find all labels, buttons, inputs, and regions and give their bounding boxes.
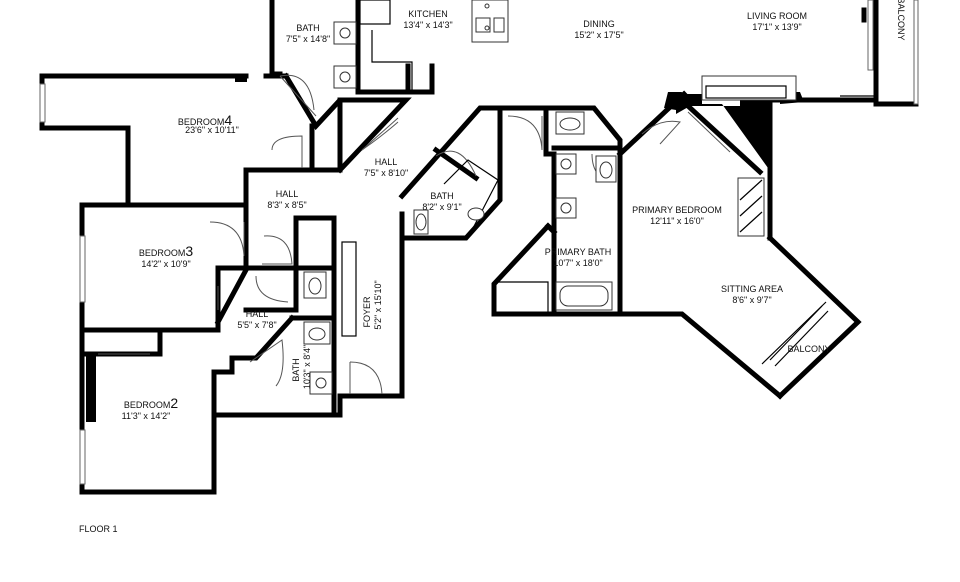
room-name: KITCHEN xyxy=(408,9,448,19)
room-name: BATH xyxy=(430,191,453,201)
room-dims: 7'5" x 8'10" xyxy=(364,168,408,178)
room-label-balcony-top: BALCONY xyxy=(896,0,906,41)
room-label-hall-mid: HALL 8'3" x 8'5" xyxy=(267,189,306,210)
room-label-kitchen: KITCHEN 13'4" x 14'3" xyxy=(403,9,452,30)
room-name: BEDROOM2 xyxy=(124,395,179,411)
room-dims: 23'6" x 10'11" xyxy=(185,125,239,135)
room-dims: 7'5" x 14'8" xyxy=(286,34,330,44)
room-label-hall-lower: HALL 5'5" x 7'8" xyxy=(237,309,276,330)
room-label-primary-bath: PRIMARY BATH 10'7" x 18'0" xyxy=(545,247,612,268)
room-dims: 8'2" x 9'1" xyxy=(422,202,461,212)
room-label-bedroom-4: BEDROOM4 23'6" x 10'11" xyxy=(178,112,239,135)
room-name: BALCONY xyxy=(896,0,906,41)
room-label-bedroom-3: BEDROOM3 14'2" x 10'9" xyxy=(139,243,194,269)
room-dims: 10'3" x 8'4" xyxy=(302,345,312,389)
room-number: 3 xyxy=(185,243,193,259)
room-dims: 8'6" x 9'7" xyxy=(732,295,771,305)
room-dims: 13'4" x 14'3" xyxy=(403,20,452,30)
room-name: HALL xyxy=(375,157,398,167)
room-label-sitting-area: SITTING AREA 8'6" x 9'7" xyxy=(721,284,783,305)
room-name: PRIMARY BEDROOM xyxy=(632,205,722,215)
room-dims: 5'5" x 7'8" xyxy=(237,320,276,330)
room-number: 4 xyxy=(224,112,232,128)
room-dims: 15'2" x 17'5" xyxy=(574,30,623,40)
room-name: PRIMARY BATH xyxy=(545,247,612,257)
room-labels: BATH 7'5" x 14'8" KITCHEN 13'4" x 14'3" … xyxy=(122,0,906,421)
room-label-bath-mid: BATH 8'2" x 9'1" xyxy=(422,191,461,212)
room-label-living-room: LIVING ROOM 17'1" x 13'9" xyxy=(747,11,807,32)
room-dims: 17'1" x 13'9" xyxy=(752,22,801,32)
room-name-text: BEDROOM xyxy=(178,117,225,127)
room-label-dining: DINING 15'2" x 17'5" xyxy=(574,19,623,40)
room-dims: 8'3" x 8'5" xyxy=(267,200,306,210)
room-dims: 11'3" x 14'2" xyxy=(122,411,171,421)
room-label-bedroom-2: BEDROOM2 11'3" x 14'2" xyxy=(122,395,179,421)
room-name: HALL xyxy=(246,309,269,319)
room-dims: 12'11" x 16'0" xyxy=(650,216,704,226)
room-name: BALCONY xyxy=(787,344,830,354)
room-name: HALL xyxy=(276,189,299,199)
room-label-hall-upper: HALL 7'5" x 8'10" xyxy=(364,157,408,178)
room-label-balcony-right: BALCONY xyxy=(787,344,830,354)
room-name: BATH xyxy=(296,23,319,33)
room-name-text: BEDROOM xyxy=(124,400,171,410)
room-name: BEDROOM3 xyxy=(139,243,194,259)
room-label-bath-lower: BATH 10'3" x 8'4" xyxy=(291,345,312,389)
room-label-primary-bedroom: PRIMARY BEDROOM 12'11" x 16'0" xyxy=(632,205,722,226)
room-name: BEDROOM4 xyxy=(178,112,233,128)
windows xyxy=(39,0,919,485)
room-name: BATH xyxy=(291,358,301,381)
room-dims: 5'2" x 15'10" xyxy=(373,280,383,329)
room-name-text: BEDROOM xyxy=(139,248,186,258)
floor-label: FLOOR 1 xyxy=(79,524,118,534)
room-name: DINING xyxy=(583,19,615,29)
room-number: 2 xyxy=(170,395,178,411)
walls xyxy=(39,0,919,495)
room-label-bath-top: BATH 7'5" x 14'8" xyxy=(286,23,330,44)
room-name: FOYER xyxy=(362,296,372,328)
room-dims: 14'2" x 10'9" xyxy=(141,259,190,269)
room-dims: 10'7" x 18'0" xyxy=(553,258,602,268)
room-label-foyer: FOYER 5'2" x 15'10" xyxy=(362,280,383,329)
room-name: SITTING AREA xyxy=(721,284,783,294)
fixtures xyxy=(303,0,827,395)
room-name: LIVING ROOM xyxy=(747,11,807,21)
